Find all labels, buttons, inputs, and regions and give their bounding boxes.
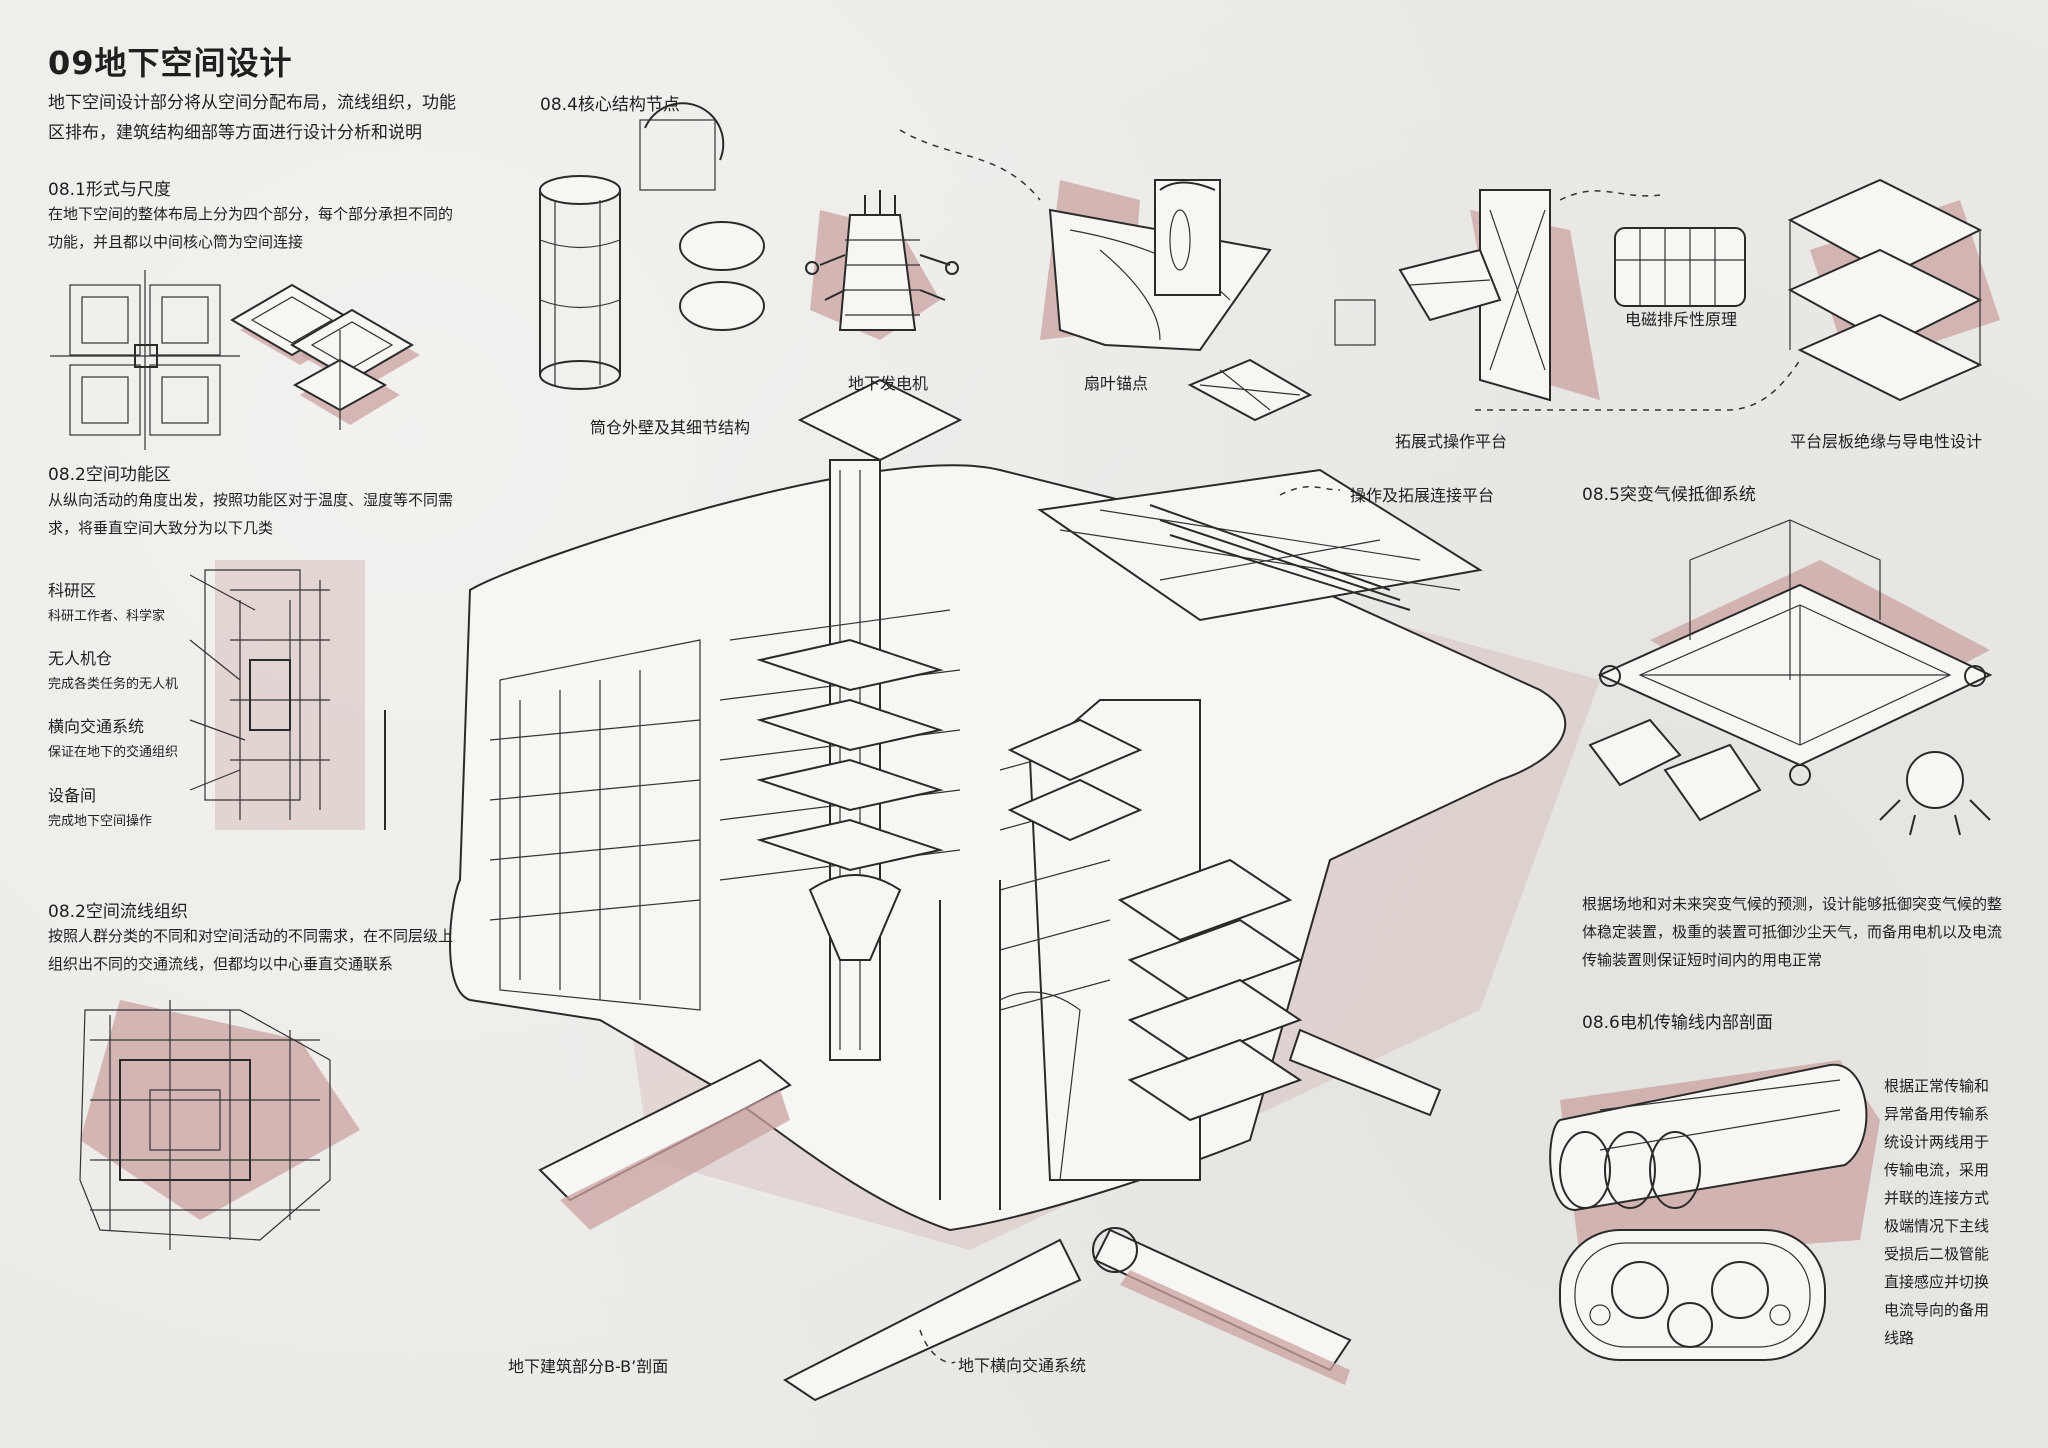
- label-underground-traffic: 地下横向交通系统: [958, 1356, 1087, 1375]
- platform-insulation-drawing: [1475, 178, 2000, 411]
- s86-heading: 08.6电机传输线内部剖面: [1582, 1013, 1773, 1033]
- zone-desc-drone: 完成各类任务的无人机: [48, 677, 179, 692]
- s82a-heading: 08.2空间功能区: [48, 465, 171, 485]
- s82b-heading: 08.2空间流线组织: [48, 902, 188, 922]
- central-section-drawing: [449, 378, 1600, 1402]
- circulation-diagram: [79, 1000, 360, 1250]
- label-platform: 拓展式操作平台: [1395, 432, 1508, 451]
- s82a-text: 从纵向活动的角度出发，按照功能区对于温度、湿度等不同需求，将垂直空间大致分为以下…: [48, 491, 454, 537]
- label-generator: 地下发电机: [848, 374, 929, 393]
- fan-anchor-drawing: [899, 129, 1376, 422]
- label-connect-platform: 操作及拓展连接平台: [1350, 486, 1495, 505]
- intro-text: 地下空间设计部分将从空间分配布局，流线组织，功能区排布，建筑结构细部等方面进行设…: [48, 93, 456, 143]
- s84-heading: 08.4核心结构节点: [540, 95, 680, 115]
- label-magnet: 电磁排斥性原理: [1625, 310, 1738, 329]
- cable-section-drawing: [1549, 1060, 1880, 1361]
- zone-name-research: 科研区: [48, 581, 97, 600]
- form-scale-plan-diagram: [50, 270, 420, 450]
- label-insulation: 平台层板绝缘与导电性设计: [1790, 432, 1983, 451]
- s85-text: 根据场地和对未来突变气候的预测，设计能够抵御突变气候的整体稳定装置，极重的装置可…: [1582, 895, 2003, 969]
- functional-zone-diagram: [189, 560, 386, 830]
- extendable-platform-drawing: [1398, 189, 1661, 402]
- zone-name-equipment: 设备间: [48, 786, 97, 805]
- zone-desc-research: 科研工作者、科学家: [48, 609, 166, 624]
- zone-desc-equipment: 完成地下空间操作: [48, 814, 153, 829]
- s81-text: 在地下空间的整体布局上分为四个部分，每个部分承担不同的功能，并且都以中间核心筒为…: [48, 205, 454, 251]
- s82b-text: 按照人群分类的不同和对空间活动的不同需求，在不同层级上组织出不同的交通流线，但都…: [48, 927, 454, 973]
- generator-drawing: [805, 190, 959, 340]
- zone-name-traffic: 横向交通系统: [48, 717, 145, 736]
- s86-text: 根据正常传输和异常备用传输系统设计两线用于传输电流，采用并联的连接方式极端情况下…: [1884, 1077, 1990, 1347]
- s85-heading: 08.5突变气候抵御系统: [1582, 485, 1756, 505]
- s81-heading: 08.1形式与尺度: [48, 180, 171, 200]
- zone-desc-traffic: 保证在地下的交通组织: [48, 745, 179, 760]
- label-anchor: 扇叶锚点: [1084, 374, 1149, 393]
- climate-defense-drawing: [1588, 519, 1993, 836]
- zone-name-drone: 无人机仓: [48, 649, 113, 668]
- magnet-principle-drawing: [1614, 227, 1746, 307]
- label-silo: 筒仓外壁及其细节结构: [590, 418, 751, 437]
- label-section-bb: 地下建筑部分B-B’剖面: [508, 1357, 669, 1376]
- silo-wall-detail-drawing: [539, 102, 765, 390]
- page-title: 09地下空间设计: [48, 44, 293, 82]
